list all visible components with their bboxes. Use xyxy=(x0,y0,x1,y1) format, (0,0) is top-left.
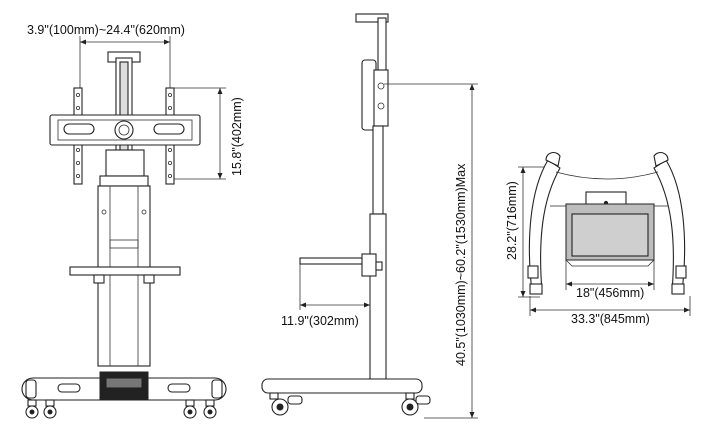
top-view: 28.2"(716mm) 18"(456mm) xyxy=(505,151,691,326)
front-view: 3.9"(100mm)~24.4"(620mm) 15.8"(402mm) xyxy=(21,23,244,419)
top-inner-width-dimension: 18"(456mm) xyxy=(565,260,655,300)
side-height-dimension: 40.5"(1030mm)~60.2"(1530mm)Max xyxy=(384,83,478,419)
front-casters xyxy=(25,399,217,419)
front-width-label: 3.9"(100mm)~24.4"(620mm) xyxy=(27,23,185,37)
top-depth-dimension: 28.2"(716mm) xyxy=(505,166,556,298)
side-view: 11.9"(302mm) 40.5"(1030mm)~60.2"(1530mm)… xyxy=(261,13,478,419)
front-width-dimension: 3.9"(100mm)~24.4"(620mm) xyxy=(27,23,185,95)
side-shelf-dimension: 11.9"(302mm) xyxy=(281,264,371,328)
vesa-arm-holes xyxy=(76,93,172,178)
front-height-label: 15.8"(402mm) xyxy=(230,97,244,176)
front-height-dimension: 15.8"(402mm) xyxy=(170,87,244,180)
top-depth-label: 28.2"(716mm) xyxy=(505,181,519,260)
side-height-label: 40.5"(1030mm)~60.2"(1530mm)Max xyxy=(454,163,468,366)
side-shelf-label: 11.9"(302mm) xyxy=(281,314,359,328)
top-outer-width-dimension: 33.3"(845mm) xyxy=(529,296,691,326)
top-inner-width-label: 18"(456mm) xyxy=(576,286,644,300)
top-outer-width-label: 33.3"(845mm) xyxy=(571,312,650,326)
